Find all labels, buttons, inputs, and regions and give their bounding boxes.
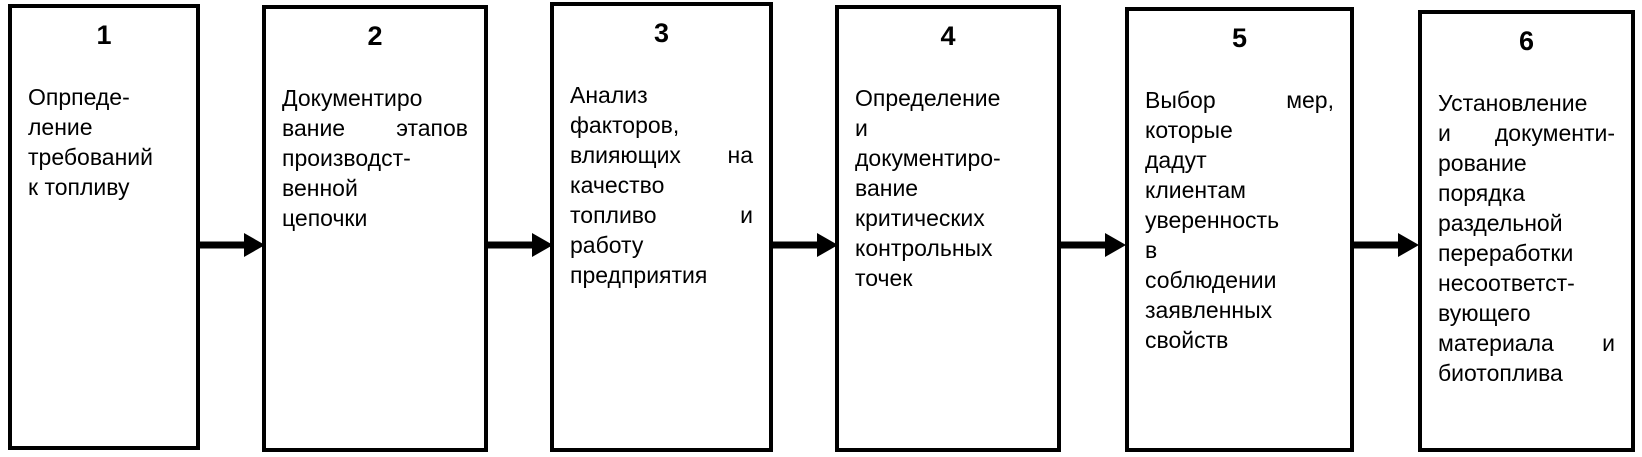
text-line: в xyxy=(1145,237,1158,263)
step-number: 4 xyxy=(940,21,956,51)
text-line: клиентам xyxy=(1145,177,1246,203)
arrow-right-icon xyxy=(770,233,838,257)
text-line: документиро- xyxy=(855,145,1001,171)
text-line: Определение xyxy=(855,85,1001,111)
text-line: к топливу xyxy=(28,174,130,200)
arrow-right-icon xyxy=(197,233,265,257)
text-line: материала и xyxy=(1438,330,1615,356)
step-text: Анализ факторов, влияющих на качество топлив… xyxy=(554,80,769,290)
flow-step-3: 3 Анализ факторов, влияющих на качество топл… xyxy=(550,2,773,452)
text-line: раздельной xyxy=(1438,210,1563,236)
text-line: цепочки xyxy=(282,205,368,231)
text-line: факторов, xyxy=(570,112,680,138)
text-line: критических xyxy=(855,205,985,231)
text-line: которые xyxy=(1145,117,1233,143)
text-line: уверенность xyxy=(1145,207,1280,233)
text-line: ление xyxy=(28,114,93,140)
arrow-right-icon xyxy=(1351,233,1419,257)
text-line: венной xyxy=(282,175,358,201)
text-line: рование xyxy=(1438,150,1527,176)
text-line: влияющих на xyxy=(570,142,753,168)
step-number: 1 xyxy=(96,20,112,50)
text-line: Анализ xyxy=(570,82,648,108)
text-line: качество xyxy=(570,172,665,198)
step-number: 6 xyxy=(1518,26,1535,56)
text-line: переработки xyxy=(1438,240,1574,266)
step-text: Установление и документи-рование порядка ра… xyxy=(1422,88,1631,388)
text-line: порядка xyxy=(1438,180,1526,206)
text-line: несоответст- xyxy=(1438,270,1575,296)
text-line: заявленных xyxy=(1145,297,1273,323)
flow-step-1: 1 Опрпеде-ление требований к топливу xyxy=(8,4,200,450)
text-line: и документи- xyxy=(1438,120,1615,146)
flow-step-2: 2 Документиро вание этапов производст-венн… xyxy=(262,5,488,452)
step-number: 5 xyxy=(1231,23,1248,53)
text-line: Установление xyxy=(1438,90,1588,116)
text-line: точек xyxy=(855,265,913,291)
text-line: предприятия xyxy=(570,262,708,288)
text-line: соблюдении xyxy=(1145,267,1277,293)
step-text: Определение и документиро-вание критических… xyxy=(839,83,1057,293)
flow-step-5: 5 Выбор мер, которые дадут клиентам уверенно… xyxy=(1125,7,1354,452)
text-line: Опрпеде- xyxy=(28,84,130,110)
text-line: контрольных xyxy=(855,235,993,261)
text-line: биотоплива xyxy=(1438,360,1563,386)
text-line: работу xyxy=(570,232,644,258)
text-line: требований xyxy=(28,144,153,170)
step-text: Документиро вание этапов производст-венной… xyxy=(266,83,484,233)
flow-step-6: 6 Установление и документи-рование порядка… xyxy=(1418,10,1635,452)
text-line: свойств xyxy=(1145,327,1229,353)
text-line: вующего xyxy=(1438,300,1531,326)
text-line: вание этапов xyxy=(282,115,468,141)
text-line: и xyxy=(855,115,868,141)
arrow-right-icon xyxy=(1058,233,1126,257)
text-line: Документиро xyxy=(282,85,423,111)
text-line: производст- xyxy=(282,145,411,171)
step-number: 3 xyxy=(653,18,670,48)
step-text: Выбор мер, которые дадут клиентам уверенност… xyxy=(1129,85,1350,355)
step-text: Опрпеде-ление требований к топливу xyxy=(12,82,196,202)
step-number: 2 xyxy=(367,21,383,51)
text-line: топливо и xyxy=(570,202,753,228)
text-line: вание xyxy=(855,175,919,201)
flow-step-4: 4 Определение и документиро-вание критическ… xyxy=(835,5,1061,452)
text-line: дадут xyxy=(1145,147,1207,173)
arrow-right-icon xyxy=(485,233,553,257)
text-line: Выбор мер, xyxy=(1145,87,1334,113)
